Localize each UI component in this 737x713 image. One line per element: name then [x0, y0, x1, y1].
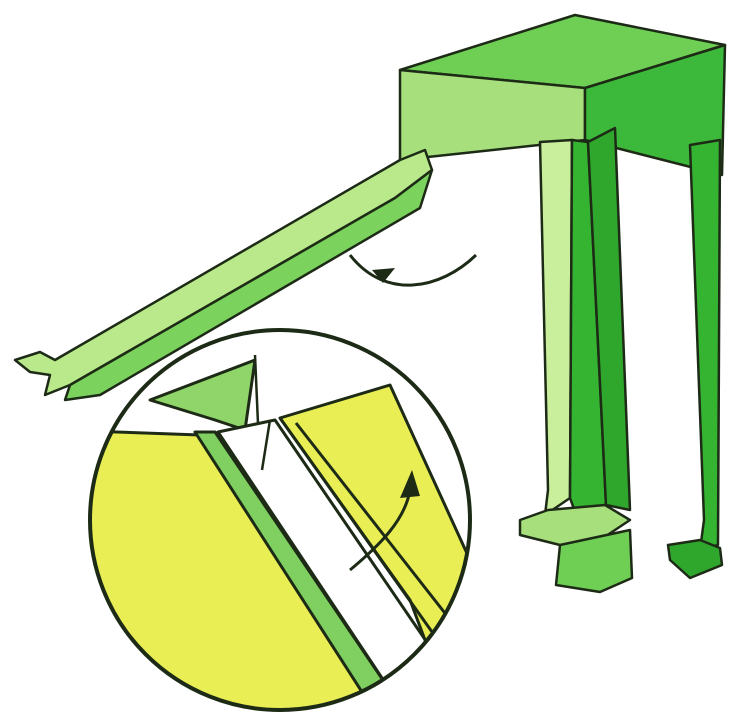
model-back-leg: [690, 140, 720, 550]
curved-arrow-icon: [350, 255, 476, 285]
model-foot-back: [668, 540, 722, 578]
magnified-detail-inset: [60, 330, 480, 713]
model-front-leg-light: [540, 140, 572, 515]
